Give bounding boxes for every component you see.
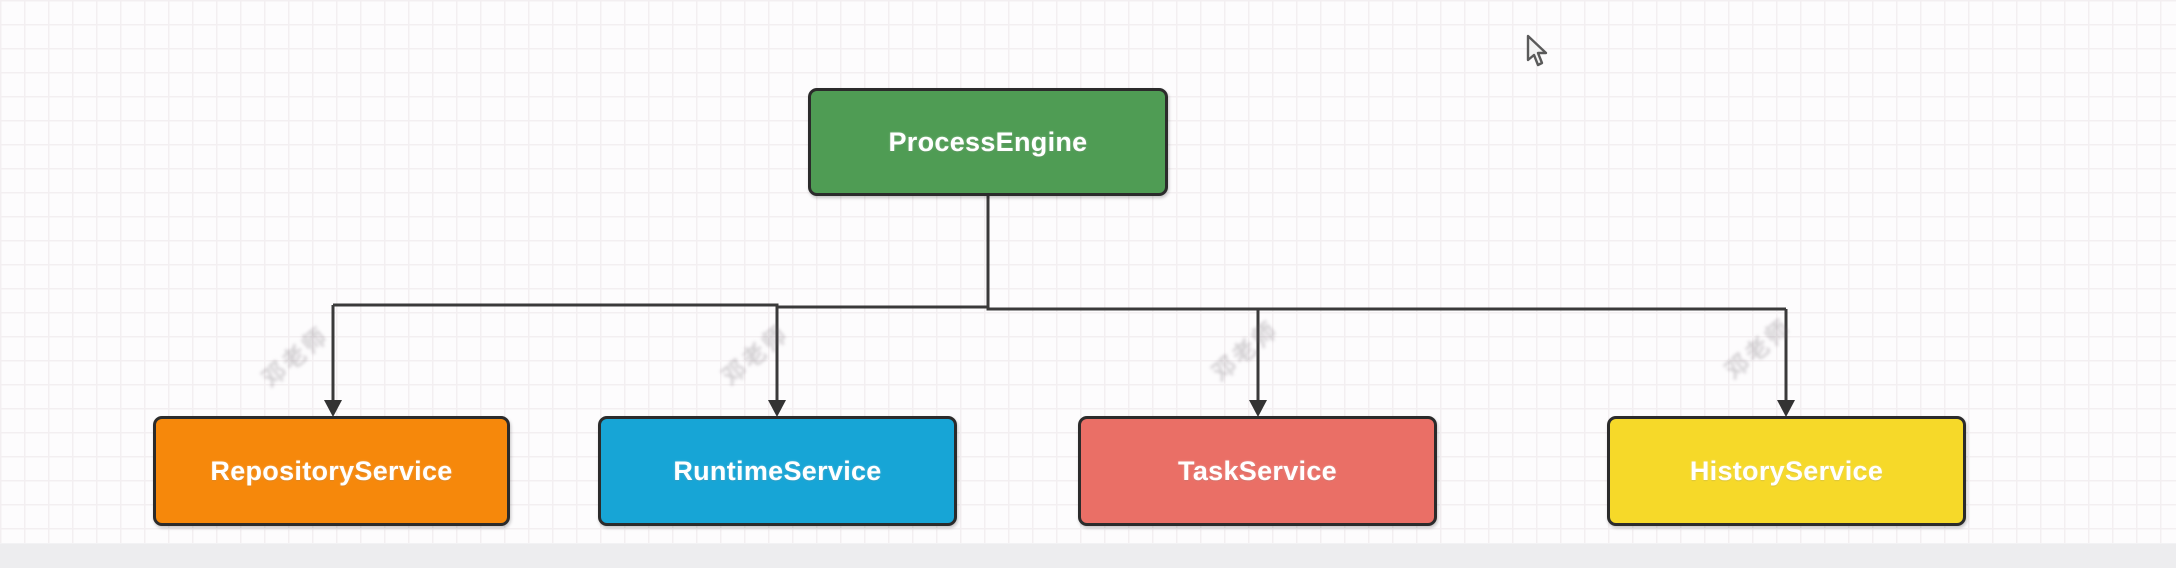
node-label: RepositoryService bbox=[210, 455, 453, 486]
connector-bus bbox=[333, 303, 1786, 311]
arrowhead-runtime bbox=[768, 400, 786, 417]
bottom-strip bbox=[0, 543, 2176, 568]
mouse-cursor-icon bbox=[1526, 34, 1548, 67]
node-label: RuntimeService bbox=[673, 455, 882, 486]
node-history-service[interactable]: HistoryService bbox=[1607, 416, 1966, 526]
node-label: TaskService bbox=[1178, 455, 1337, 486]
node-repository-service[interactable]: RepositoryService bbox=[153, 416, 510, 526]
node-label: HistoryService bbox=[1689, 455, 1884, 486]
node-runtime-service[interactable]: RuntimeService bbox=[598, 416, 957, 526]
arrowhead-repository bbox=[324, 400, 342, 417]
arrowhead-history bbox=[1777, 400, 1795, 417]
node-label: ProcessEngine bbox=[888, 126, 1088, 157]
node-process-engine[interactable]: ProcessEngine bbox=[808, 88, 1168, 196]
arrowhead-task bbox=[1249, 400, 1267, 417]
node-task-service[interactable]: TaskService bbox=[1078, 416, 1437, 526]
